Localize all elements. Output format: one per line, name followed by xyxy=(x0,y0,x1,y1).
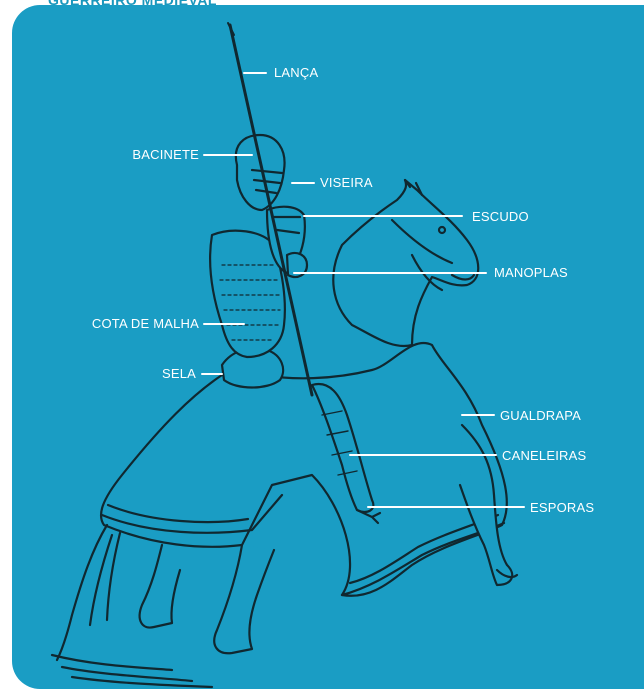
label-viseira: VISEIRA xyxy=(320,175,373,191)
horse-neck xyxy=(333,180,478,346)
label-sela: SELA xyxy=(162,366,196,382)
label-manoplas: MANOPLAS xyxy=(494,265,568,281)
label-lanca: LANÇA xyxy=(274,65,318,81)
label-escudo: ESCUDO xyxy=(472,209,529,225)
label-gualdrapa: GUALDRAPA xyxy=(500,408,581,424)
label-cota-de-malha: COTA DE MALHA xyxy=(92,316,199,332)
label-caneleiras: CANELEIRAS xyxy=(502,448,586,464)
label-bacinete: BACINETE xyxy=(132,147,199,163)
horse-tail xyxy=(57,525,120,660)
knight-illustration xyxy=(12,5,644,689)
horse-rear-leg xyxy=(214,545,274,653)
label-esporas: ESPORAS xyxy=(530,500,594,516)
ground xyxy=(52,655,212,687)
diagram-panel: LANÇA BACINETE VISEIRA ESCUDO MANOPLAS C… xyxy=(12,5,644,689)
